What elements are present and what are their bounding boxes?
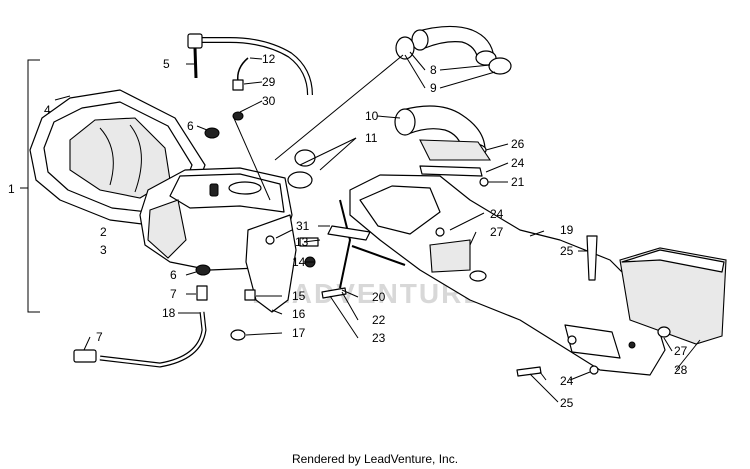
grommet-top	[204, 127, 220, 139]
render-credit: Rendered by LeadVenture, Inc.	[291, 452, 459, 466]
grommet-17	[230, 329, 246, 341]
callout-21: 21	[511, 175, 525, 189]
callout-25-upper: 25	[560, 244, 574, 258]
callout-19: 19	[560, 223, 574, 237]
callout-23: 23	[372, 331, 386, 345]
bracket-hole	[265, 235, 275, 245]
bracket-31	[327, 225, 371, 241]
assembly-bracket	[20, 59, 40, 313]
washer-21	[479, 177, 489, 187]
callout-27-lower: 27	[674, 344, 688, 358]
callout-22: 22	[372, 313, 386, 327]
callout-17: 17	[292, 326, 306, 340]
callout-24-lower: 24	[560, 374, 574, 388]
callout-11: 11	[365, 131, 378, 145]
cap-27-lower	[657, 326, 671, 338]
bolt-23	[321, 287, 347, 299]
callout-30: 30	[262, 94, 276, 108]
callout-31: 31	[296, 219, 310, 233]
callout-4: 4	[44, 103, 51, 117]
callout-28: 28	[674, 363, 688, 377]
seal-26	[419, 139, 492, 161]
callout-3: 3	[100, 243, 107, 257]
callout-29: 29	[262, 75, 276, 89]
strip-24	[419, 165, 483, 177]
callout-7-lower: 7	[96, 330, 103, 344]
callout-26: 26	[511, 137, 525, 151]
callout-7-upper: 7	[170, 287, 177, 301]
fitting-7-upper	[196, 285, 208, 301]
leader-lines	[54, 51, 701, 403]
bolt-25-lower	[516, 366, 542, 377]
washer-24-mid	[435, 227, 445, 237]
callout-9: 9	[430, 81, 437, 95]
callout-2: 2	[100, 225, 107, 239]
callout-16: 16	[292, 307, 306, 321]
callout-27-mid: 27	[490, 225, 504, 239]
elbow-hose-10	[287, 105, 487, 189]
foam-filter	[619, 247, 727, 345]
bolt-13	[299, 237, 319, 247]
drain-hose	[99, 311, 207, 368]
plug-29	[232, 79, 244, 91]
fitting-7-lower	[73, 349, 97, 363]
grommet-lower	[195, 264, 211, 276]
callout-13: 13	[295, 235, 309, 249]
callout-1: 1	[8, 182, 15, 196]
tube-fitting-5	[187, 33, 203, 49]
breather-tube	[196, 37, 313, 96]
callout-6-upper: 6	[187, 119, 194, 133]
spacer-15	[244, 289, 256, 301]
callout-25-lower: 25	[560, 396, 574, 410]
callout-24-upper: 24	[511, 156, 525, 170]
callout-24-mid: 24	[490, 207, 504, 221]
callout-10: 10	[365, 109, 379, 123]
callout-14: 14	[292, 255, 306, 269]
callout-15: 15	[292, 289, 306, 303]
callout-8: 8	[430, 63, 437, 77]
callout-20: 20	[372, 290, 386, 304]
bolt-25-upper	[586, 235, 598, 281]
intake-duct	[349, 174, 666, 376]
callout-12: 12	[262, 52, 276, 66]
mount-bracket	[245, 214, 297, 313]
elbow-hose-8	[395, 25, 512, 75]
callout-18: 18	[162, 306, 176, 320]
callout-5: 5	[163, 57, 170, 71]
washer-24-lower	[589, 365, 599, 375]
callout-6-lower: 6	[170, 268, 177, 282]
